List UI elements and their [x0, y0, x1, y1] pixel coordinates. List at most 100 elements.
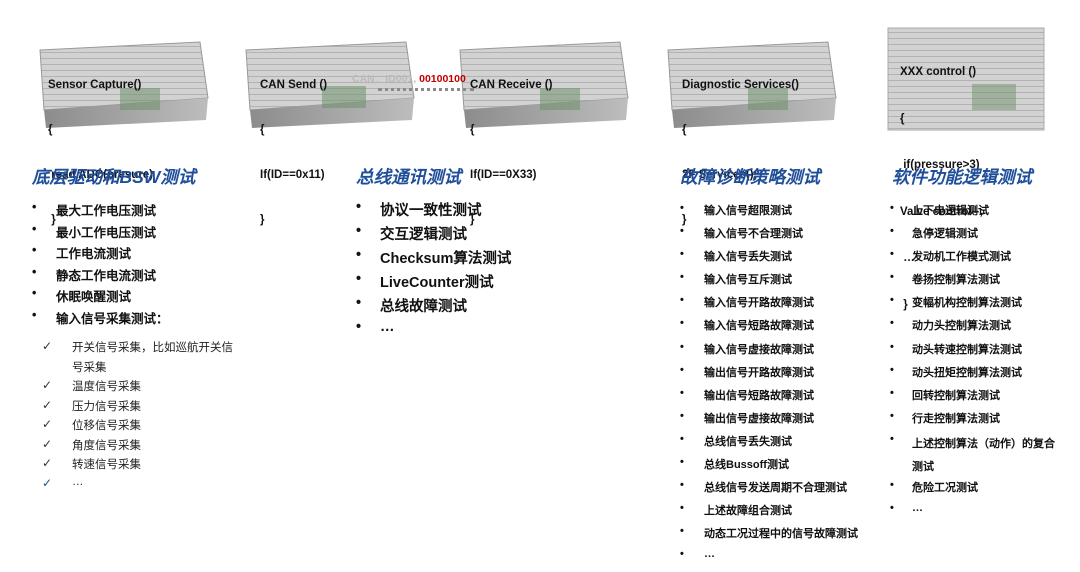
ecu-image — [459, 41, 629, 128]
bullet-icon: • — [680, 502, 684, 515]
can-message-prefix: CAN：ID001, — [352, 73, 420, 85]
bullet-icon: • — [890, 294, 894, 307]
bullet-icon: • — [680, 363, 684, 376]
bullet-icon: • — [890, 340, 894, 353]
heading-diag: 故障诊断策略测试 — [680, 167, 820, 187]
bullet-icon: • — [356, 247, 362, 263]
check-icon: ✓ — [42, 339, 53, 353]
list-item: ✓温度信号采集 — [42, 378, 141, 393]
list-item: •总线故障测试 — [356, 295, 467, 315]
list-item: ✓… — [42, 475, 84, 490]
check-icon: ✓ — [42, 436, 53, 451]
can-bus-link — [378, 88, 474, 91]
ecu-image — [245, 41, 415, 128]
check-icon: ✓ — [42, 378, 53, 392]
bullet-icon: • — [680, 317, 684, 330]
bullet-icon: • — [680, 340, 684, 353]
bullet-icon: • — [890, 432, 894, 445]
list-item: •输入信号虚接故障测试 — [680, 340, 814, 356]
list-item: •输入信号丢失测试 — [680, 248, 792, 264]
code-line: { — [48, 124, 53, 136]
list-item: •输入信号不合理测试 — [680, 225, 803, 241]
list-item: •协议一致性测试 — [356, 199, 482, 219]
bullet-icon: • — [32, 286, 37, 301]
list-item: ✓开关信号采集，比如巡航开关信号采集 — [42, 339, 233, 374]
code-line: if(pressure>3) — [900, 159, 980, 171]
list-item: •工作电流测试 — [32, 243, 132, 262]
code-line: If(ID==0x11) — [260, 169, 325, 181]
list-item: ✓压力信号采集 — [42, 397, 141, 413]
ecu-image — [39, 41, 209, 128]
check-icon: ✓ — [42, 417, 53, 432]
list-item: •Checksum算法测试 — [356, 247, 512, 267]
list-item: •输出信号虚接故障测试 — [680, 409, 814, 425]
code-line: } — [682, 214, 687, 226]
bullet-icon: • — [680, 271, 684, 284]
bullet-icon: • — [890, 386, 894, 399]
code-control: XXX control () { if(pressure>3) Valve co… — [900, 34, 983, 329]
list-item: •总线信号发送周期不合理测试 — [680, 479, 847, 495]
list-item: ✓位移信号采集 — [42, 417, 141, 433]
list-item: •输入信号超限测试 — [680, 202, 792, 217]
code-line: CAN Receive () — [470, 79, 553, 91]
bullet-icon: • — [32, 264, 37, 279]
can-message: CAN：ID001, 00100100 — [352, 71, 466, 86]
list-item: •动力头控制算法测试 — [890, 317, 1011, 333]
list-bsw: •最大工作电压测试 •最小工作电压测试 •工作电流测试 •静态工作电流测试 •休… — [32, 200, 169, 330]
code-line: CAN Send () — [260, 79, 328, 91]
code-line: 2F Services(); — [682, 169, 758, 181]
bullet-icon: • — [680, 409, 684, 422]
code-line: { — [470, 124, 475, 136]
list-item: •发动机工作模式测试 — [890, 248, 1011, 264]
list-item: •输出信号短路故障测试 — [680, 386, 814, 402]
list-item: •急停逻辑测试 — [890, 225, 978, 241]
check-icon: ✓ — [42, 397, 53, 412]
code-can-receive: CAN Receive () { If(ID==0X33) } — [470, 48, 552, 243]
list-item: •最大工作电压测试 — [32, 200, 157, 218]
code-line: } — [900, 298, 908, 311]
ecu-image — [667, 41, 837, 128]
ecu-module-can-send — [236, 28, 416, 128]
bullet-icon: • — [32, 221, 37, 236]
bullet-icon: • — [890, 479, 894, 492]
ecu-module-diagnostic — [658, 28, 838, 128]
list-item: •… — [890, 502, 923, 515]
list-item: ✓角度信号采集 — [42, 436, 141, 452]
list-item: •总线Bussoff测试 — [680, 456, 789, 472]
list-item: •输入信号互斥测试 — [680, 271, 792, 287]
list-item: ✓转速信号采集 — [42, 456, 141, 472]
list-item: •静态工作电流测试 — [32, 264, 157, 283]
list-item: •行走控制算法测试 — [890, 409, 1000, 425]
code-line: } — [470, 214, 475, 226]
list-item: •最小工作电压测试 — [32, 221, 157, 240]
list-item: •… — [680, 548, 715, 561]
bullet-icon: • — [890, 502, 894, 515]
heading-bsw: 底层驱动和BSW测试 — [32, 167, 196, 187]
ecu-module-control — [880, 26, 1050, 132]
list-item: •输入信号采集测试： — [32, 307, 169, 326]
bullet-icon: • — [32, 307, 37, 322]
code-line: If(ID==0X33) — [470, 169, 537, 181]
ecu-image — [887, 27, 1045, 131]
bullet-icon: • — [680, 386, 684, 399]
code-line: … — [900, 252, 915, 264]
list-item: •LiveCounter测试 — [356, 271, 494, 291]
bullet-icon: • — [356, 295, 362, 311]
bullet-icon: • — [32, 243, 37, 258]
can-message-payload: 00100100 — [419, 73, 466, 85]
bullet-icon: • — [890, 225, 894, 238]
bullet-icon: • — [356, 199, 362, 215]
code-line: { — [682, 124, 687, 136]
bullet-icon: • — [890, 271, 894, 284]
code-line: XXX control () — [900, 66, 977, 78]
bullet-icon: • — [680, 479, 684, 492]
check-icon: ✓ — [42, 475, 53, 490]
bullet-icon: • — [680, 432, 684, 445]
list-diag: •输入信号超限测试 •输入信号不合理测试 •输入信号丢失测试 •输入信号互斥测试… — [680, 202, 858, 572]
code-sensor-capture: Sensor Capture() { read ADC(presure) } — [48, 48, 153, 243]
list-item: •上下电逻辑测试 — [890, 202, 989, 217]
bullet-icon: • — [680, 525, 684, 538]
bullet-icon: • — [890, 317, 894, 330]
code-line: { — [900, 112, 905, 125]
ecu-module-sensor — [30, 28, 210, 128]
